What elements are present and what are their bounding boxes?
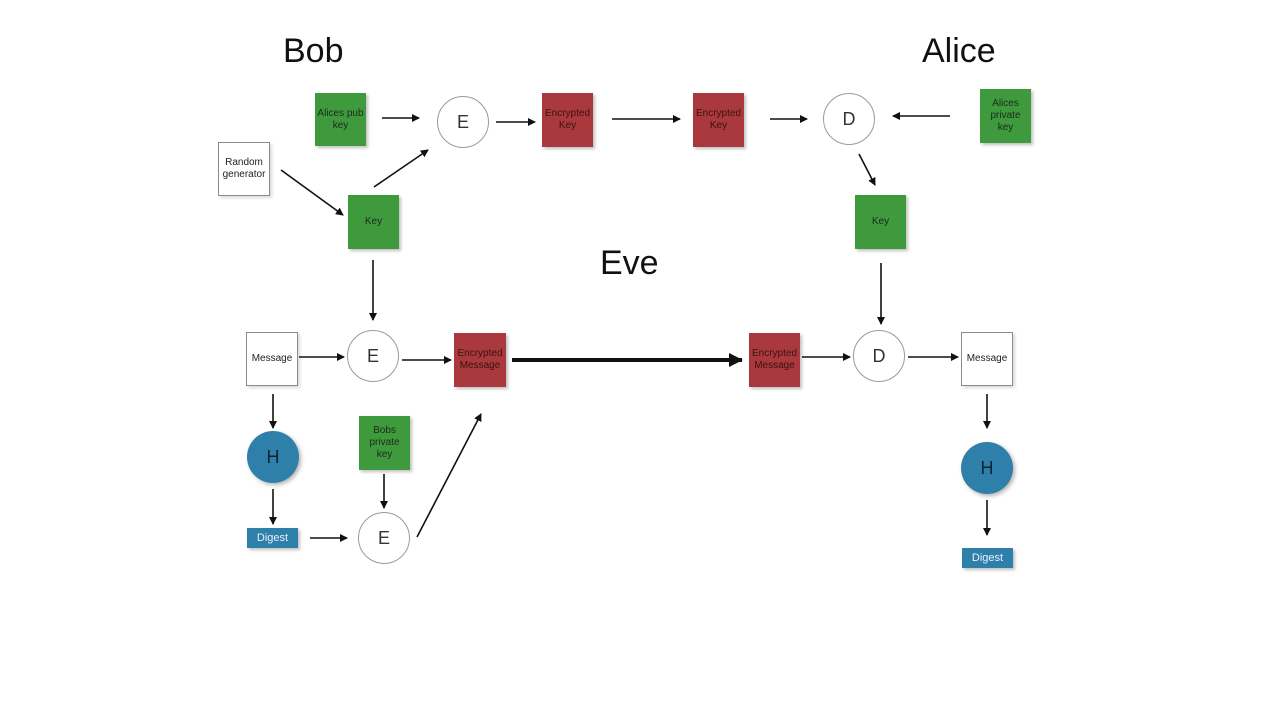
alices-private-key-label: Alices private key xyxy=(990,98,1021,133)
alice-hash-operation-label: H xyxy=(980,458,994,478)
encrypt-message-operation: E xyxy=(347,330,399,382)
bob-hash-operation-label: H xyxy=(266,447,280,467)
alice-digest-node: Digest xyxy=(962,548,1013,568)
alice-key-label: Key xyxy=(871,216,890,227)
alices-pub-key-node: Alices pub key xyxy=(315,93,366,146)
arrow-decrypt-to-key xyxy=(858,153,876,186)
encrypt-key-operation-label: E xyxy=(456,112,469,132)
alices-pub-key-label: Alices pub key xyxy=(317,107,364,131)
sign-operation: E xyxy=(358,512,410,564)
bob-message-node: Message xyxy=(246,332,298,386)
bob-digest-label: Digest xyxy=(256,532,289,544)
encrypt-key-operation: E xyxy=(437,96,489,148)
alice-hash-operation: H xyxy=(961,442,1013,494)
encrypted-message-bob-label: Encrypted Message xyxy=(457,348,503,371)
bob-key-label: Key xyxy=(364,216,383,227)
encrypted-message-alice-label: Encrypted Message xyxy=(751,348,798,371)
decrypt-message-operation: D xyxy=(853,330,905,382)
arrow-random-to-key xyxy=(280,169,344,216)
encrypted-key-bob-node: Encrypted Key xyxy=(542,93,593,147)
bobs-private-key-label: Bobs private key xyxy=(369,425,400,460)
arrow-key-to-encrypt xyxy=(373,149,429,188)
encrypted-key-alice-label: Encrypted Key xyxy=(695,108,742,131)
sign-operation-label: E xyxy=(377,528,390,548)
bob-hash-operation: H xyxy=(247,431,299,483)
encrypted-key-bob-label: Encrypted Key xyxy=(544,108,591,131)
encrypted-message-bob-node: Encrypted Message xyxy=(454,333,506,387)
arrow-sign-to-encmsg xyxy=(416,413,482,538)
alice-message-node: Message xyxy=(961,332,1013,386)
decrypt-key-operation-label: D xyxy=(842,109,856,129)
party-label-alice: Alice xyxy=(922,32,996,70)
bobs-private-key-node: Bobs private key xyxy=(359,416,410,470)
random-generator-node: Random generator xyxy=(218,142,270,196)
decrypt-key-operation: D xyxy=(823,93,875,145)
party-label-eve: Eve xyxy=(600,244,659,282)
bob-message-label: Message xyxy=(251,353,293,364)
alice-message-label: Message xyxy=(966,353,1008,364)
bob-key-node: Key xyxy=(348,195,399,249)
party-label-bob: Bob xyxy=(283,32,344,70)
random-generator-label: Random generator xyxy=(222,157,266,180)
bob-digest-node: Digest xyxy=(247,528,298,548)
alices-private-key-node: Alices private key xyxy=(980,89,1031,143)
encrypted-message-alice-node: Encrypted Message xyxy=(749,333,800,387)
encrypt-message-operation-label: E xyxy=(366,346,379,366)
decrypt-message-operation-label: D xyxy=(872,346,886,366)
alice-key-node: Key xyxy=(855,195,906,249)
alice-digest-label: Digest xyxy=(971,552,1004,564)
encrypted-key-alice-node: Encrypted Key xyxy=(693,93,744,147)
